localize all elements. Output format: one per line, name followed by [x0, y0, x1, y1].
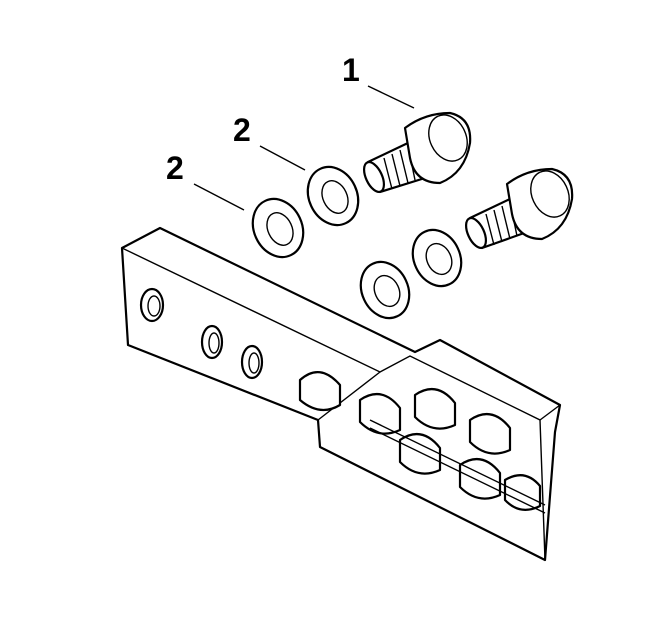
leader-line-1 — [367, 85, 415, 109]
washer-upper — [306, 165, 360, 227]
leader-line-2a — [259, 145, 306, 171]
callout-label-screw: 1 — [342, 52, 360, 88]
washer-lower — [251, 197, 305, 259]
screw-lower — [464, 167, 574, 250]
bracket — [120, 226, 562, 562]
callout-label-washer-lower: 2 — [166, 150, 184, 186]
leader-line-2b — [193, 183, 245, 211]
screw-upper — [362, 111, 472, 194]
callout-label-washer-upper: 2 — [233, 112, 251, 148]
washer-right-lower — [359, 260, 411, 320]
washer-right-upper — [411, 228, 463, 288]
